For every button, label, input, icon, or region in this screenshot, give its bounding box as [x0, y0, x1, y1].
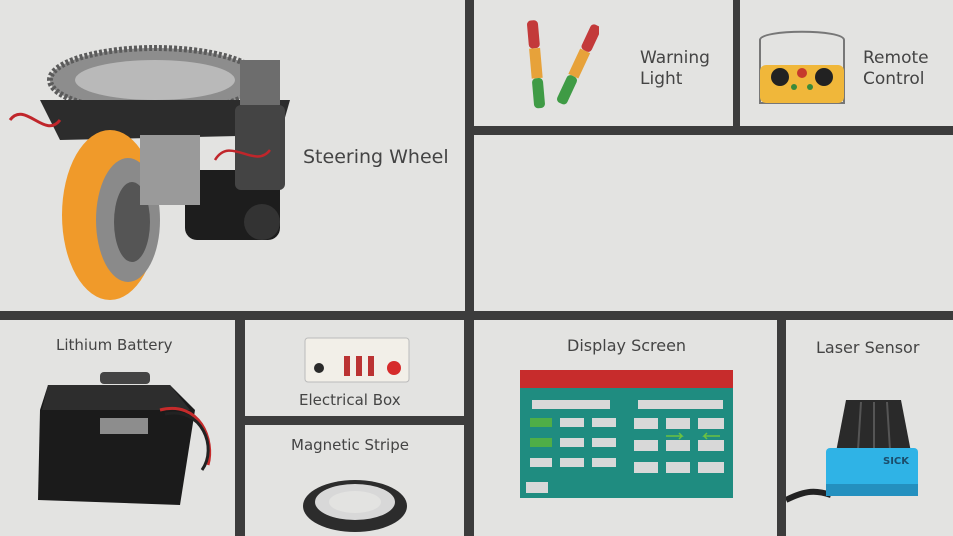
- warning-light-label-line2: Light: [640, 69, 683, 89]
- panel-lithium-battery: Lithium Battery: [0, 320, 235, 536]
- magnetic-stripe-label: Magnetic Stripe: [291, 436, 409, 454]
- panel-warning-light: Warning Light: [474, 0, 733, 126]
- laser-sensor-label: Laser Sensor: [816, 338, 920, 357]
- warning-light-label-line1: Warning: [640, 48, 710, 68]
- magnetic-stripe-image: [303, 480, 407, 532]
- panel-steering-wheel: Steering Wheel: [0, 0, 465, 311]
- steering-wheel-image: [8, 45, 290, 300]
- remote-control-image: [759, 30, 845, 104]
- panel-remote-control: Remote Control: [740, 0, 953, 126]
- display-screen-label: Display Screen: [567, 336, 687, 355]
- panel-display-screen: Display Screen: [474, 320, 777, 536]
- lithium-battery-image: [38, 372, 212, 505]
- electrical-box-label: Electrical Box: [299, 391, 401, 409]
- panel-electrical-box: Electrical Box: [245, 320, 464, 416]
- panel-magnetic-stripe: Magnetic Stripe: [245, 425, 464, 536]
- laser-sensor-brand: SICK: [883, 456, 910, 467]
- remote-control-label-line1: Remote: [863, 48, 929, 68]
- remote-control-label-line2: Control: [863, 69, 925, 89]
- electrical-box-image: [304, 337, 410, 383]
- laser-sensor-image: [786, 400, 918, 503]
- warning-light-image: [527, 20, 599, 109]
- panel-empty: [474, 135, 953, 311]
- panel-laser-sensor: Laser Sensor SICK: [786, 320, 953, 536]
- lithium-battery-label: Lithium Battery: [56, 336, 173, 354]
- display-screen-image: [520, 370, 733, 498]
- steering-wheel-label: Steering Wheel: [303, 146, 449, 168]
